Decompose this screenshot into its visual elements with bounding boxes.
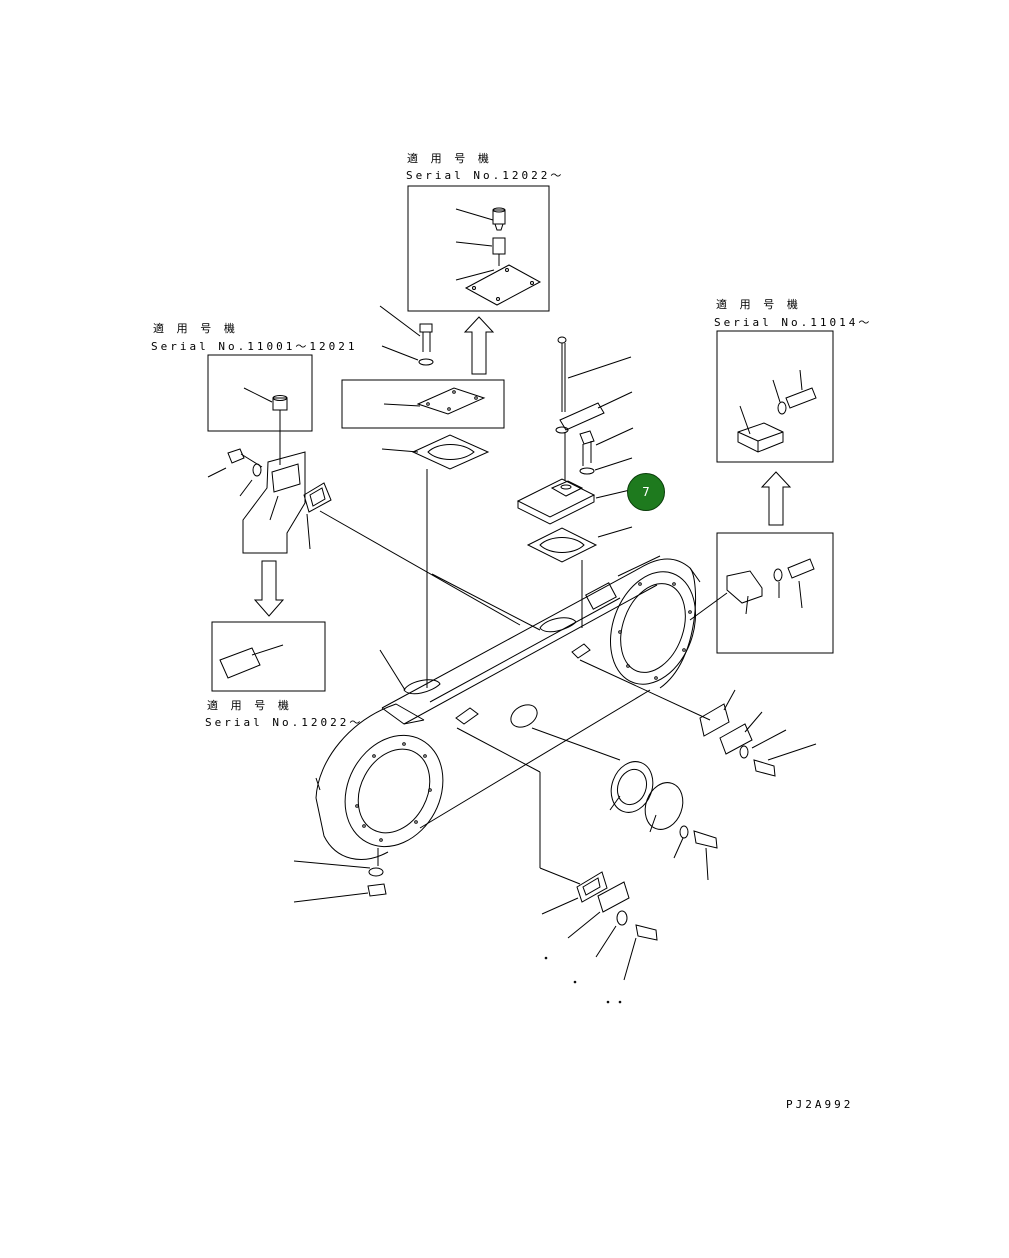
left-applicable-label: 適 用 号 機 xyxy=(153,322,238,335)
top-applicable-label: 適 用 号 機 xyxy=(407,152,492,165)
up-arrow-right xyxy=(762,472,790,525)
up-arrow-top xyxy=(465,317,493,374)
cover-box xyxy=(342,380,504,428)
breather-block xyxy=(518,479,594,517)
part-callout-7[interactable]: 7 xyxy=(627,473,665,511)
inset-box-right-lower xyxy=(717,533,833,653)
right-serial-label: Serial No.11014～ xyxy=(714,316,873,329)
inset-box-right xyxy=(717,331,833,462)
inset-box-top xyxy=(408,186,549,311)
frame-top-surface xyxy=(382,559,700,708)
top-inset-plate xyxy=(466,265,540,305)
inset-box-bottom-left xyxy=(212,622,325,691)
inset-box-left xyxy=(208,355,312,431)
bottom-applicable-label: 適 用 号 機 xyxy=(207,699,292,712)
gasket-top xyxy=(413,435,488,469)
bottom-serial-label: Serial No.12022～ xyxy=(205,716,364,729)
left-serial-label: Serial No.11001～12021 xyxy=(151,340,358,353)
down-arrow-left xyxy=(255,561,283,616)
frame-right-ring-inner xyxy=(609,575,697,682)
top-serial-label: Serial No.12022～ xyxy=(406,169,565,182)
right-applicable-label: 適 用 号 機 xyxy=(716,298,801,311)
drawing-code: PJ2A992 xyxy=(786,1098,854,1111)
left-bracket xyxy=(243,452,305,553)
frame-left-ring-outer xyxy=(326,718,462,864)
frame-left-ring-inner xyxy=(344,737,444,846)
frame-right-ring-outer xyxy=(596,560,711,696)
